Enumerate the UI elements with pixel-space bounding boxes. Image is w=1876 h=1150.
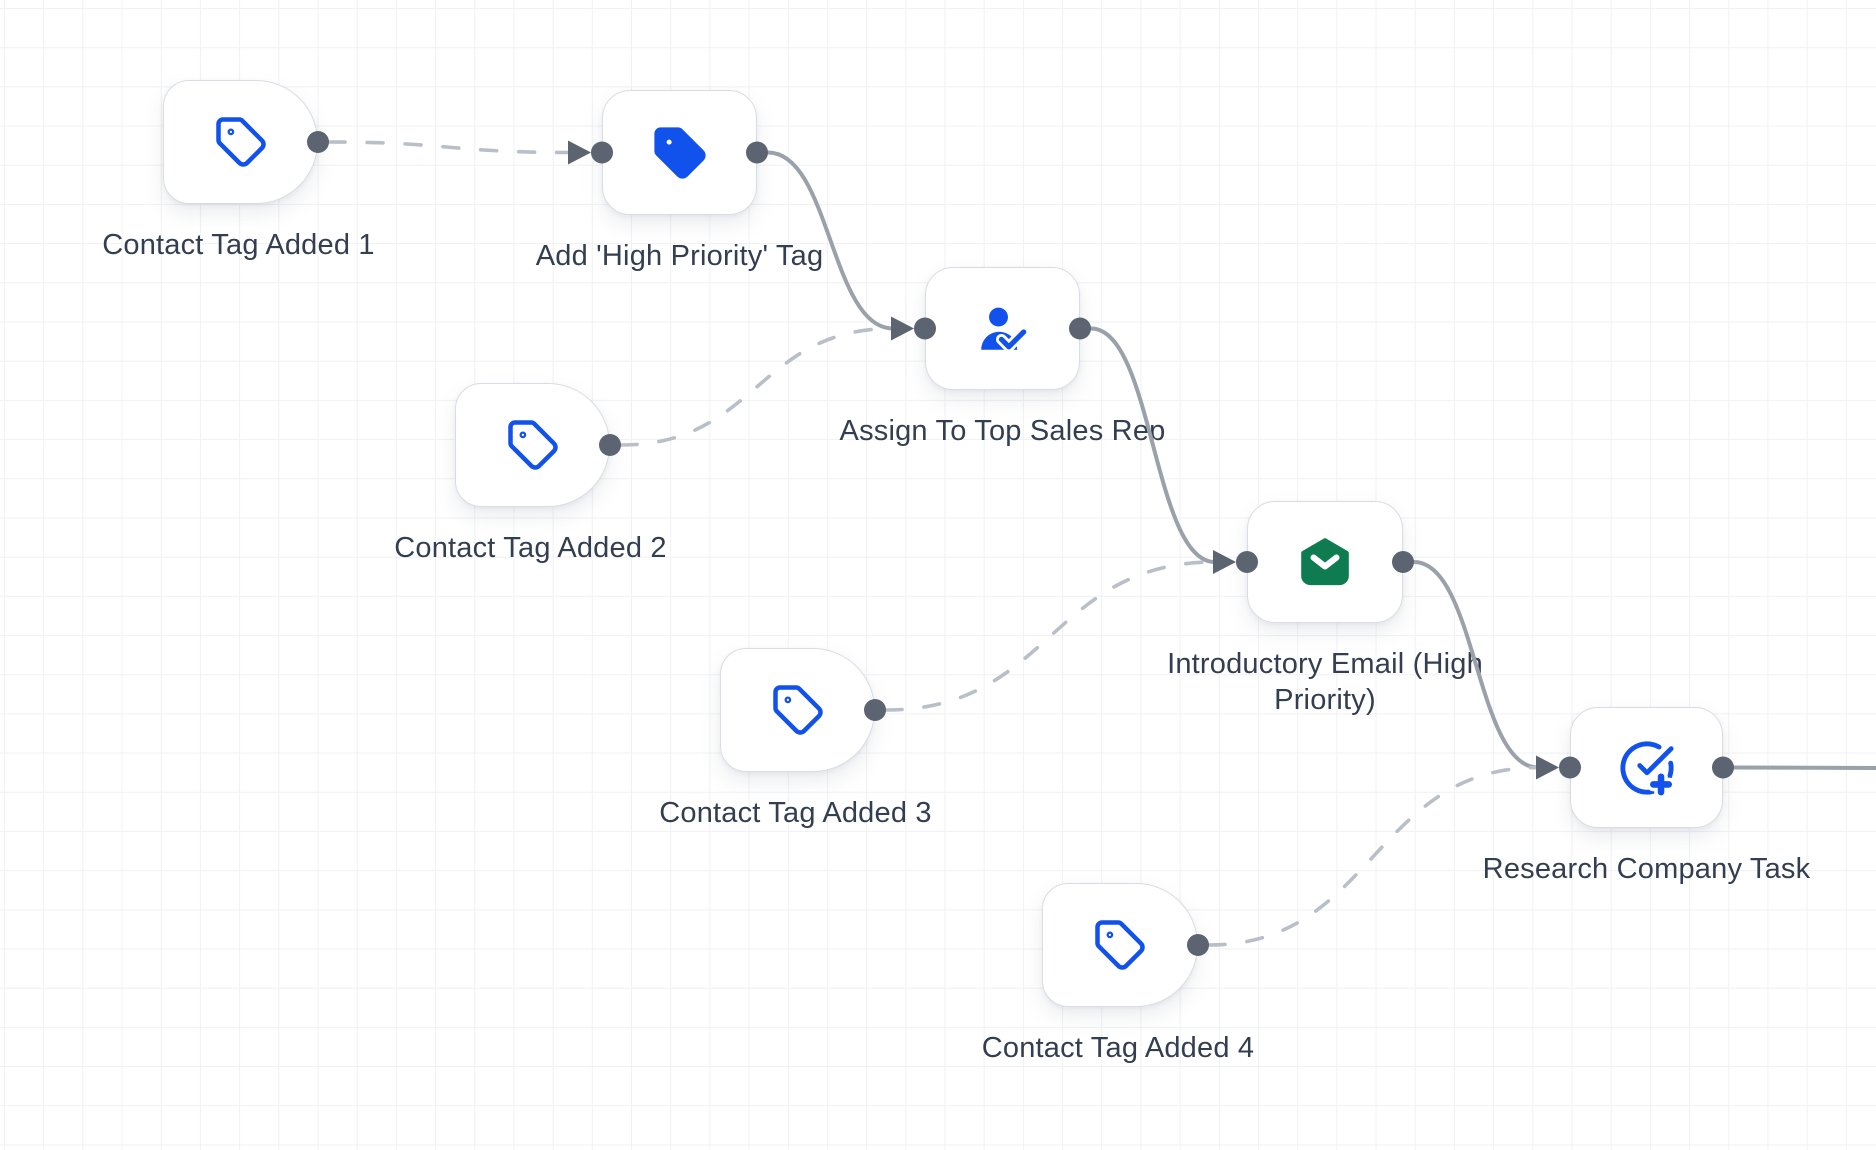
node-label-line: Introductory Email (High: [1167, 648, 1483, 680]
node-label-assign-to-top-sales-rep: Assign To Top Sales Rep: [840, 413, 1166, 449]
edge-n5-n6[interactable]: [884, 560, 1217, 712]
tag-outline-icon: [1093, 918, 1147, 972]
tag-filled-icon: [651, 124, 709, 182]
node-label-contact-tag-added-4: Contact Tag Added 4: [982, 1030, 1255, 1066]
task-check-plus-icon: [1618, 739, 1676, 797]
node-label-contact-tag-added-2: Contact Tag Added 2: [394, 530, 667, 566]
node-label-line: Contact Tag Added 2: [394, 532, 667, 564]
node-label-line: Priority): [1274, 684, 1376, 716]
node-contact-tag-added-2[interactable]: [455, 383, 610, 507]
node-research-company-task[interactable]: [1570, 707, 1723, 828]
node-label-line: Add 'High Priority' Tag: [535, 240, 824, 272]
edge-n8-exit[interactable]: [1732, 765, 1876, 770]
node-label-line: Contact Tag Added 4: [981, 1032, 1255, 1064]
node-contact-tag-added-1[interactable]: [163, 80, 318, 204]
tag-outline-icon: [771, 683, 825, 737]
edge-arrowhead-icon: [891, 316, 914, 341]
edge-n1-n2[interactable]: [327, 140, 572, 155]
tag-outline-icon: [214, 115, 268, 169]
edge-arrowhead-icon: [568, 140, 591, 165]
node-label-line: Contact Tag Added 3: [659, 797, 932, 829]
user-check-icon: [976, 302, 1030, 356]
node-assign-to-top-sales-rep[interactable]: [925, 267, 1080, 390]
node-label-add-high-priority-tag: Add 'High Priority' Tag: [536, 238, 824, 274]
edge-arrowhead-icon: [1213, 550, 1236, 574]
node-contact-tag-added-3[interactable]: [720, 648, 875, 772]
node-introductory-email-high-priority[interactable]: [1247, 501, 1403, 623]
node-label-contact-tag-added-1: Contact Tag Added 1: [102, 227, 375, 263]
node-label-contact-tag-added-3: Contact Tag Added 3: [659, 795, 932, 831]
node-label-line: Contact Tag Added 1: [102, 229, 375, 261]
node-label-research-company-task: Research Company Task: [1483, 851, 1811, 887]
node-label-line: Assign To Top Sales Rep: [839, 415, 1166, 447]
edge-arrowhead-icon: [1536, 755, 1559, 780]
node-add-high-priority-tag[interactable]: [602, 90, 757, 215]
node-contact-tag-added-4[interactable]: [1042, 883, 1198, 1007]
node-label-line: Research Company Task: [1482, 853, 1811, 885]
tag-outline-icon: [506, 418, 560, 472]
envelope-icon: [1297, 534, 1353, 590]
